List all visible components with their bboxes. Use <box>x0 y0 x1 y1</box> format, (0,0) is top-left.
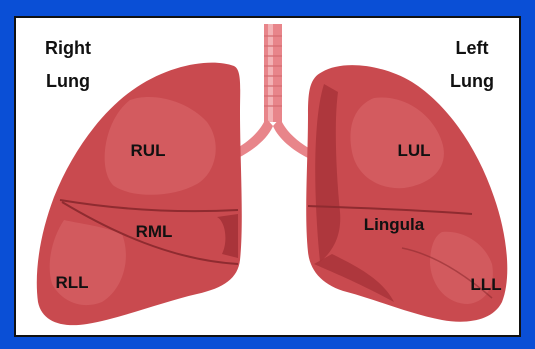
lobe-label-lll: LLL <box>470 275 501 294</box>
lobe-label-rll: RLL <box>55 273 88 292</box>
lobe-label-rul: RUL <box>131 141 166 160</box>
trachea <box>264 24 282 122</box>
right-lung-label-line1: Right <box>45 38 91 58</box>
lungs-diagram: Right Lung Left Lung RUL RML RLL LUL Lin… <box>16 18 521 337</box>
left-lung-label-line2: Lung <box>450 71 494 91</box>
lobe-label-lul: LUL <box>397 141 430 160</box>
left-lung-label-line1: Left <box>456 38 489 58</box>
diagram-panel: Right Lung Left Lung RUL RML RLL LUL Lin… <box>14 16 521 337</box>
right-lung-label-line2: Lung <box>46 71 90 91</box>
lobe-label-lingula: Lingula <box>364 215 425 234</box>
lobe-label-rml: RML <box>136 222 173 241</box>
bronchi <box>234 118 312 158</box>
